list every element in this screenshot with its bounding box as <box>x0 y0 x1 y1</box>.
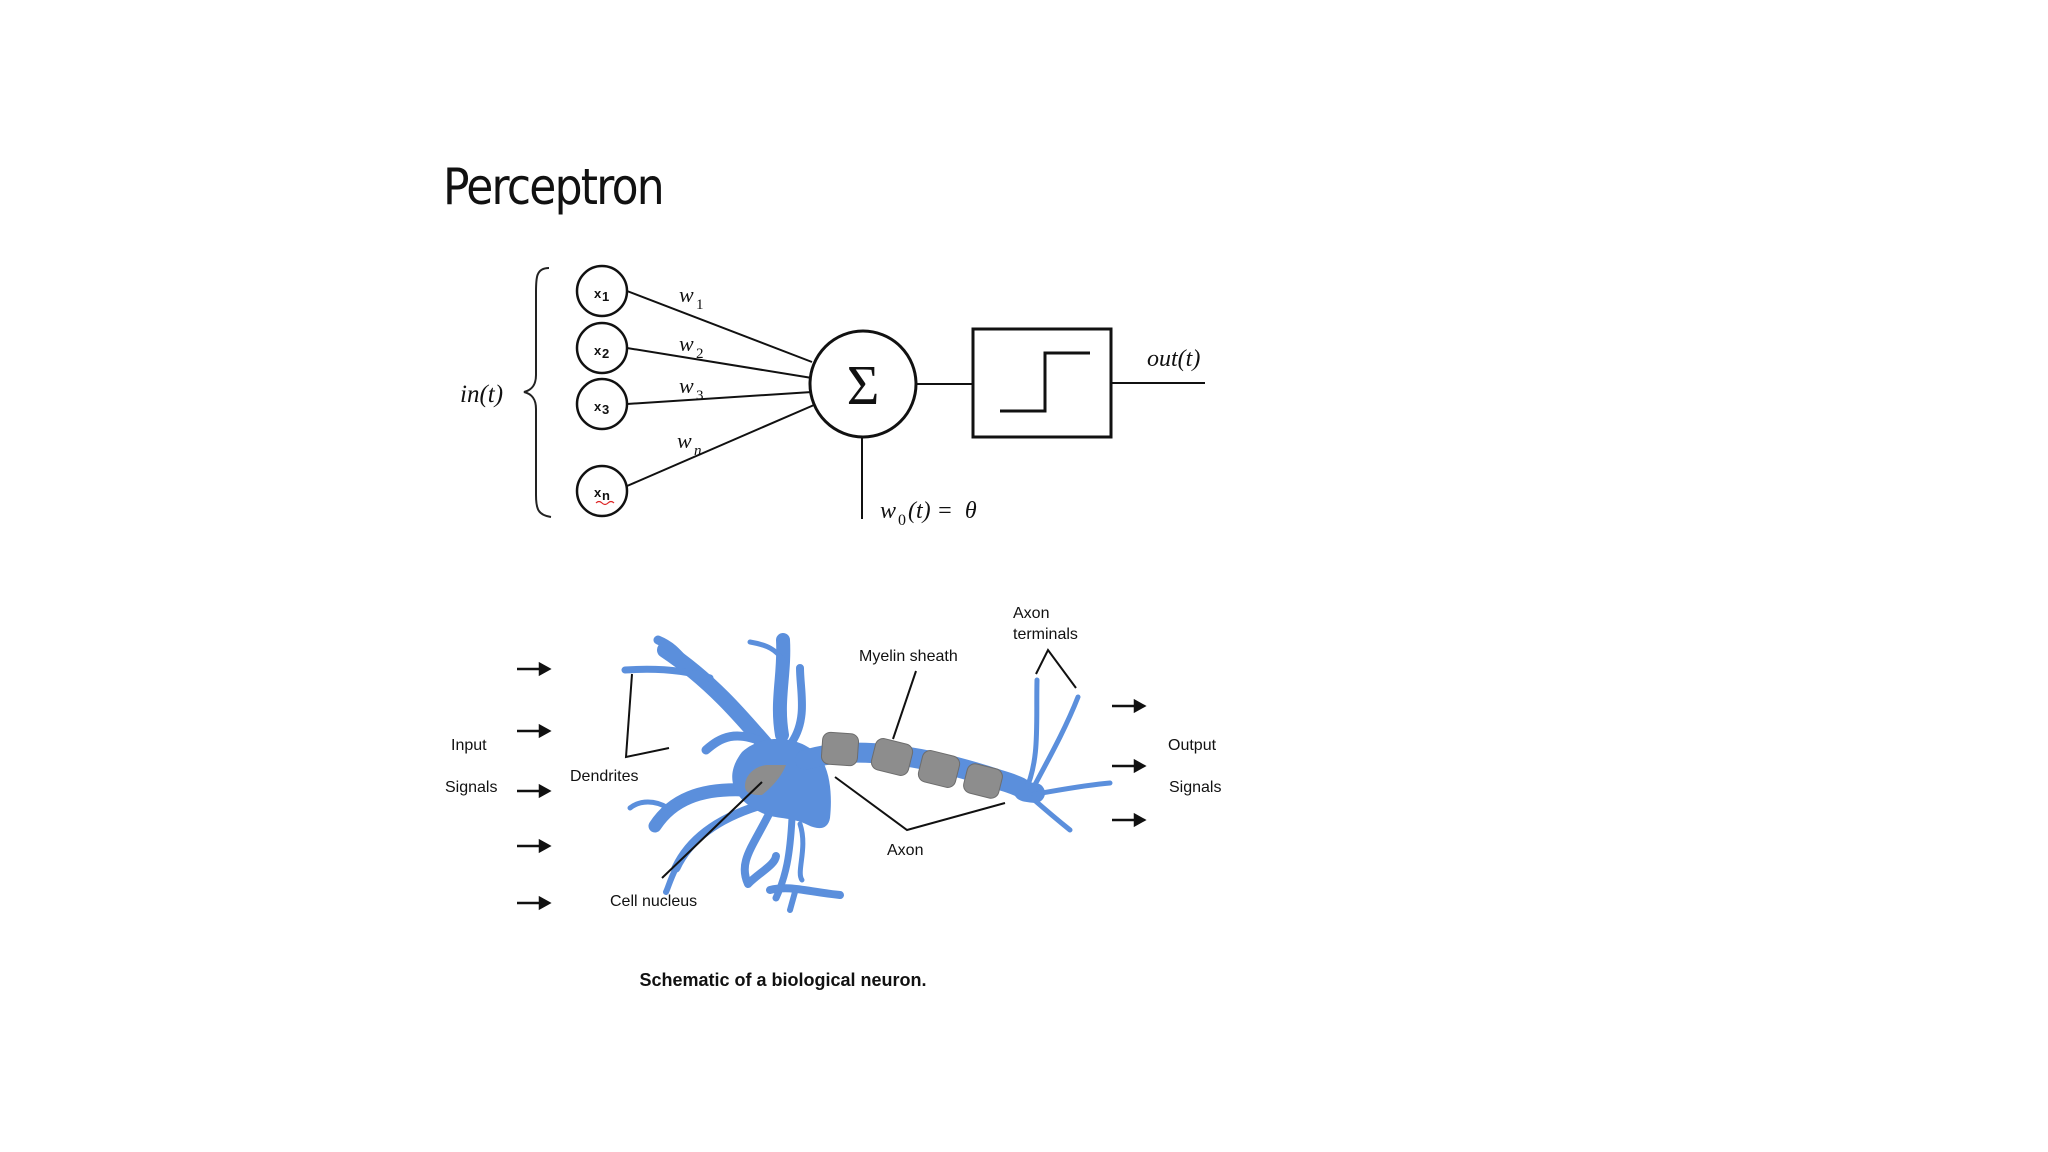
input-arrow-icon <box>517 783 552 799</box>
connection-n <box>626 404 815 487</box>
svg-text:3: 3 <box>696 388 704 404</box>
input-node-3: x 3 <box>575 377 629 431</box>
svg-text:n: n <box>694 443 702 459</box>
input-node-1-sub: 1 <box>602 289 609 304</box>
input-brace <box>523 267 552 518</box>
nucleus-pointer <box>661 781 763 879</box>
weight-label-1: w 1 <box>679 282 704 313</box>
myelin-sheath-segments <box>820 731 1003 799</box>
summation-node: Σ <box>808 329 918 439</box>
slide-title: Perceptron <box>443 158 665 216</box>
output-arrow-icon <box>1112 758 1147 774</box>
output-arrow-icon <box>1112 698 1147 714</box>
dendrites-label: Dendrites <box>570 768 638 785</box>
input-node-1: x 1 <box>575 264 629 318</box>
svg-text:w: w <box>880 498 896 524</box>
input-node-1-base: x <box>594 286 602 301</box>
svg-text:w: w <box>679 373 694 398</box>
axon-label: Axon <box>887 842 923 859</box>
weight-label-n: w n <box>677 428 702 459</box>
axon-pointer <box>834 776 1006 832</box>
weight-label-3: w 3 <box>679 373 704 404</box>
spellcheck-underline <box>595 500 615 506</box>
bias-label: w 0 (t) = θ <box>880 498 977 529</box>
input-node-n: x n <box>575 464 629 518</box>
axon-terminals-shape <box>1022 677 1113 833</box>
dendrites-shape <box>621 633 844 913</box>
step-function-icon <box>1000 351 1090 413</box>
svg-text:(t) = θ: (t) = θ <box>908 498 977 524</box>
myelin-pointer <box>892 670 917 740</box>
dendrites-pointer <box>624 673 670 759</box>
svg-text:w: w <box>677 428 692 453</box>
input-arrow-icon <box>517 895 552 911</box>
input-arrow-icon <box>517 838 552 854</box>
output-label: out(t) <box>1147 346 1200 372</box>
input-node-2-sub: 2 <box>602 346 609 361</box>
svg-text:w: w <box>679 331 694 356</box>
input-node-n-sub: n <box>602 488 610 503</box>
connection-3 <box>626 391 813 405</box>
connection-1 <box>626 290 813 363</box>
output-signals-label-1: Output <box>1168 737 1217 754</box>
output-arrows <box>1112 698 1147 828</box>
connection-2 <box>626 347 813 379</box>
svg-text:1: 1 <box>696 297 704 313</box>
svg-text:w: w <box>679 282 694 307</box>
cell-nucleus-label: Cell nucleus <box>610 893 697 910</box>
neuron-caption: Schematic of a biological neuron. <box>639 970 926 990</box>
terminals-pointer <box>1035 648 1077 689</box>
myelin-sheath-label: Myelin sheath <box>859 648 958 665</box>
input-node-2-base: x <box>594 343 602 358</box>
output-signals-label-2: Signals <box>1169 779 1221 796</box>
sigma-symbol: Σ <box>847 355 880 417</box>
input-arrow-icon <box>517 723 552 739</box>
output-arrow-icon <box>1112 812 1147 828</box>
input-group-label: in(t) <box>460 381 503 408</box>
neuron-illustration <box>621 633 1113 913</box>
input-node-3-sub: 3 <box>602 402 609 417</box>
input-signals-label-2: Signals <box>445 779 497 796</box>
axon-terminals-label-1: Axon <box>1013 605 1049 622</box>
input-arrow-icon <box>517 661 552 677</box>
annotation-pointers <box>624 648 1077 879</box>
axon-terminals-label-2: terminals <box>1013 626 1078 643</box>
svg-text:2: 2 <box>696 346 704 362</box>
input-node-n-base: x <box>594 485 602 500</box>
input-node-2: x 2 <box>575 321 629 375</box>
weight-connections <box>626 290 815 487</box>
input-arrows <box>517 661 552 911</box>
input-node-3-base: x <box>594 399 602 414</box>
input-signals-label-1: Input <box>451 737 487 754</box>
svg-text:0: 0 <box>898 512 906 529</box>
weight-label-2: w 2 <box>679 331 704 362</box>
step-activation-box <box>971 327 1113 439</box>
